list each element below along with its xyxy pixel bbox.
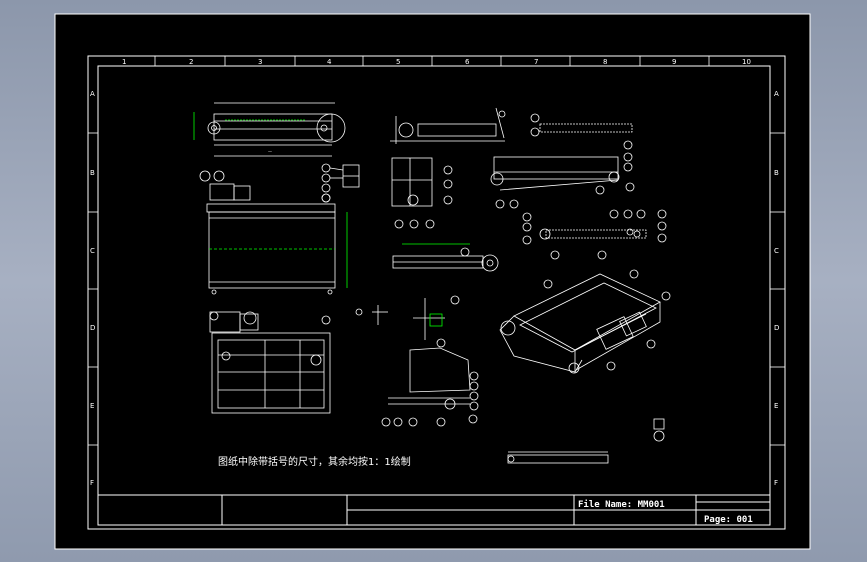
- row-label-d: D: [90, 324, 95, 332]
- col-label-6: 6: [465, 58, 470, 66]
- row-label-e-right: E: [774, 402, 778, 410]
- row-label-f-right: F: [774, 479, 778, 487]
- column-ticks: [154, 56, 710, 66]
- file-name-label: File Name: MM001: [578, 499, 665, 510]
- drawing-note: 图纸中除带括号的尺寸，其余均按1：1绘制: [218, 455, 411, 468]
- col-label-8: 8: [603, 58, 607, 66]
- row-label-e: E: [90, 402, 94, 410]
- view-chain-detail: [530, 113, 633, 137]
- view-section-b: [391, 157, 453, 229]
- view-part-small: [653, 418, 665, 442]
- view-frame: [209, 311, 331, 414]
- view-side-conveyor: [490, 140, 635, 209]
- view-isometric: [499, 269, 671, 374]
- row-label-f: F: [90, 479, 94, 487]
- row-label-a-right: A: [774, 90, 779, 98]
- col-label-1: 1: [122, 58, 126, 66]
- view-side-right: [390, 107, 506, 144]
- col-label-5: 5: [396, 58, 400, 66]
- col-label-10: 10: [742, 58, 751, 66]
- row-label-a: A: [90, 90, 95, 98]
- drawing-sheet: [54, 13, 811, 550]
- col-label-7: 7: [534, 58, 538, 66]
- view-detail-e: [381, 338, 479, 427]
- row-label-c-right: C: [774, 247, 779, 255]
- col-label-3: 3: [258, 58, 262, 66]
- view-front-top: [193, 102, 346, 157]
- view-bottom-bar: [507, 451, 609, 464]
- view-section-c: [392, 243, 499, 272]
- view-detail-d: [355, 295, 460, 340]
- row-labels-right: A B C D E F: [774, 90, 779, 487]
- row-label-d-right: D: [774, 324, 779, 332]
- zone-frame-outer: [87, 55, 786, 530]
- row-labels-left: A B C D E F: [90, 90, 95, 487]
- column-labels: 1 2 3 4 5 6 7 8 9 10: [122, 58, 751, 66]
- row-label-c: C: [90, 247, 95, 255]
- drawing-frame-inner: [97, 65, 771, 526]
- col-label-4: 4: [327, 58, 332, 66]
- row-ticks: [88, 132, 785, 446]
- view-top-belt: [199, 170, 348, 295]
- title-block: [98, 494, 770, 525]
- col-label-9: 9: [672, 58, 676, 66]
- row-label-b: B: [90, 169, 95, 177]
- view-roller-detail: [522, 209, 667, 260]
- dim-label-front: —: [268, 149, 272, 154]
- page-label: Page: 001: [704, 515, 753, 525]
- row-label-b-right: B: [774, 169, 779, 177]
- col-label-2: 2: [189, 58, 193, 66]
